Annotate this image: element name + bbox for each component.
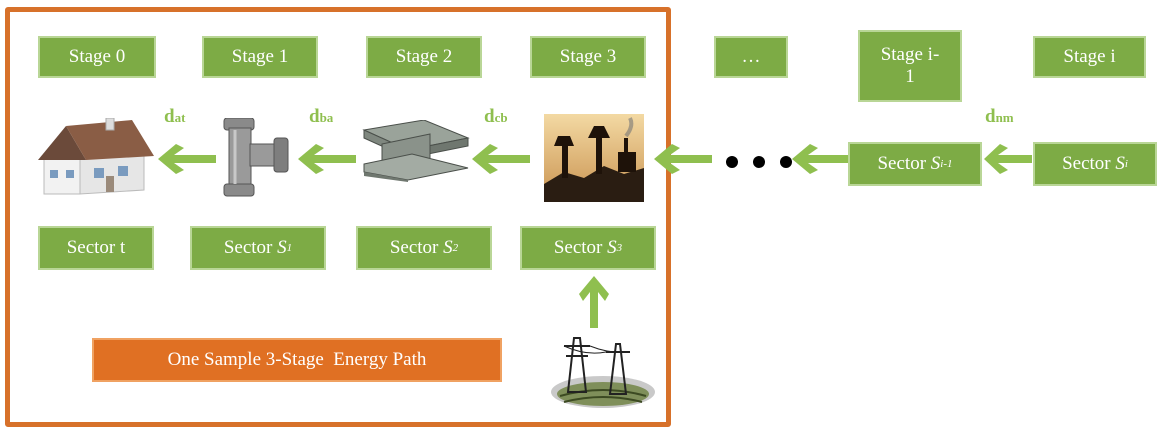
stage-0-label: Stage 0: [68, 46, 126, 68]
energy-path-banner-label: One Sample 3-Stage Energy Path: [167, 349, 427, 370]
sector-s-2-symbol: S: [443, 237, 453, 259]
stage-2-box: Stage 2: [366, 36, 482, 78]
sector-s-i-1-symbol: S: [930, 153, 941, 175]
distance-label-ba: dba: [309, 106, 334, 127]
stage-i-box: Stage i: [1033, 36, 1146, 78]
power-tower-icon: [551, 337, 655, 408]
stage-1-label: Stage 1: [231, 46, 289, 68]
stage-i-1-box: Stage i-1: [858, 30, 962, 102]
stage-i-1-label: Stage i-1: [880, 44, 940, 87]
stage-3-box: Stage 3: [530, 36, 646, 78]
stage-ellipsis-label: …: [741, 46, 761, 68]
arrow-pipe-to-house: [158, 144, 216, 174]
stage-1-box: Stage 1: [202, 36, 318, 78]
sector-s-1-symbol: S: [277, 237, 287, 259]
stage-3-label: Stage 3: [559, 46, 617, 68]
arrow-sector-i-to-sector-i-1: [984, 144, 1032, 174]
house-icon: [38, 118, 154, 195]
energy-path-frame: [5, 7, 671, 427]
arrow-sector-i-1-to-dots: [792, 144, 850, 174]
sector-s-i-symbol: S: [1115, 153, 1125, 175]
stage-i-label: Stage i: [1063, 46, 1116, 68]
arrow-mine-to-beam: [472, 144, 530, 174]
arrow-dots-to-mine: [654, 144, 712, 174]
distance-label-at: dat: [164, 106, 186, 127]
arrow-beam-to-pipe: [298, 144, 356, 174]
distance-label-nm: dnm: [985, 106, 1014, 127]
stage-0-box: Stage 0: [38, 36, 156, 78]
sector-s-1-prefix: Sector: [223, 237, 278, 259]
sector-t-box: Sector t: [38, 226, 154, 270]
sector-s-i-1-prefix: Sector: [877, 153, 931, 175]
stage-ellipsis-box: …: [714, 36, 788, 78]
sector-s-3-prefix: Sector: [553, 237, 608, 259]
mine-icon: [544, 114, 644, 202]
energy-path-banner: One Sample 3-Stage Energy Path: [92, 338, 502, 382]
sector-s-i-prefix: Sector: [1062, 153, 1116, 175]
steel-beam-icon: [362, 120, 470, 182]
arrow-tower-to-sector-3: [579, 276, 609, 328]
sector-t-label: Sector t: [66, 237, 126, 259]
pipe-icon: [223, 118, 289, 197]
sector-s-3-symbol: S: [607, 237, 617, 259]
distance-label-cb: dcb: [484, 106, 508, 127]
sector-s-2-prefix: Sector: [389, 237, 444, 259]
ellipsis-dots: [722, 150, 797, 174]
stage-2-label: Stage 2: [395, 46, 453, 68]
